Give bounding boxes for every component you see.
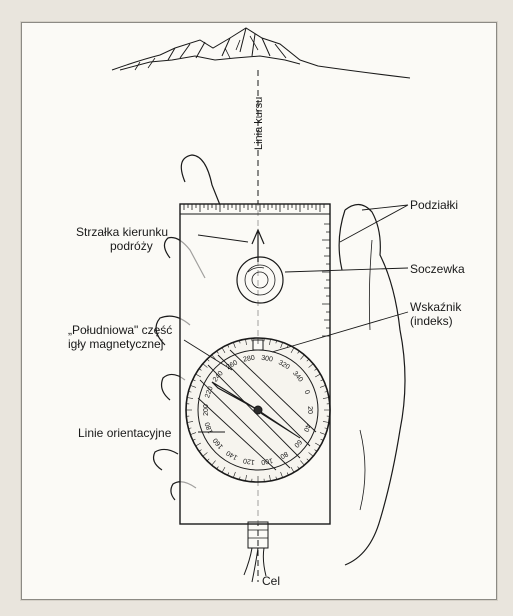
dial-number: 20 [306,406,313,414]
index-label-line1: Wskaźnik [410,300,461,314]
index-label-line2: (indeks) [410,314,453,328]
direction-arrow-label-line1: Strzałka kierunku [76,225,168,239]
scales-label: Podziałki [410,198,458,212]
target-label: Cel [262,574,280,588]
dial-number: 200 [203,404,210,416]
course-line-label: Linia kursu [253,97,265,150]
lanyard [244,522,268,582]
south-needle-label-line1: „Południowa" część [68,323,172,337]
mountain-range [112,28,410,78]
south-needle-label-line2: igły magnetycznej [68,337,163,351]
direction-arrow-label-line2: podróży [110,239,153,253]
orientation-lines-label: Linie orientacyjne [78,426,171,440]
lens-label: Soczewka [410,262,465,276]
